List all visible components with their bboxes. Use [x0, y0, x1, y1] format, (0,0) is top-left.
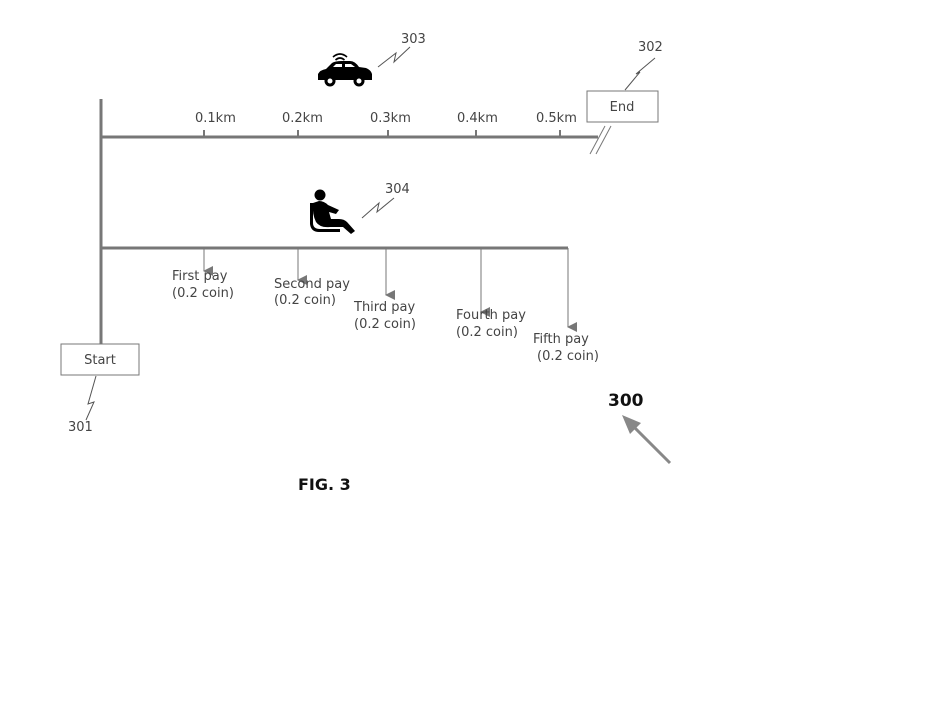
start-box: Start [60, 343, 140, 376]
ref-leader-301 [85, 375, 97, 421]
payment-amount: (0.2 coin) [537, 349, 599, 364]
connected-car-icon [318, 53, 372, 87]
figure-number: 300 [608, 391, 644, 411]
payment-amount: (0.2 coin) [172, 286, 234, 301]
payment-name: Fifth pay [533, 332, 589, 347]
payment-name: Second pay [274, 277, 350, 292]
end-box: End [586, 90, 659, 123]
ref-leader-302 [624, 57, 656, 91]
payment-name: Fourth pay [456, 308, 526, 323]
break-mark [589, 125, 606, 155]
payment-amount: (0.2 coin) [456, 325, 518, 340]
ref-leader-303 [377, 46, 411, 68]
figure-caption: FIG. 3 [298, 475, 351, 494]
start-box-label: Start [84, 353, 116, 368]
distance-mark-label: 0.4km [457, 111, 498, 126]
ref-number-304: 304 [385, 182, 410, 197]
distance-mark-label: 0.5km [536, 111, 577, 126]
payment-amount: (0.2 coin) [274, 293, 336, 308]
figure-number-arrowhead [622, 415, 641, 434]
distance-mark-label: 0.2km [282, 111, 323, 126]
ref-number-302: 302 [638, 40, 663, 55]
distance-mark-label: 0.3km [370, 111, 411, 126]
payment-name: Third pay [353, 300, 416, 315]
ref-number-303: 303 [401, 32, 426, 47]
payment-amount: (0.2 coin) [354, 317, 416, 332]
end-box-label: End [610, 100, 635, 115]
ref-leader-304 [361, 197, 395, 219]
distance-ticks [203, 130, 561, 137]
figure-number-arrow [632, 425, 672, 465]
distance-mark-label: 0.1km [195, 111, 236, 126]
payment-name: First pay [172, 269, 228, 284]
break-mark [595, 125, 612, 155]
seated-passenger-icon [310, 189, 355, 234]
ref-number-301: 301 [68, 420, 93, 435]
